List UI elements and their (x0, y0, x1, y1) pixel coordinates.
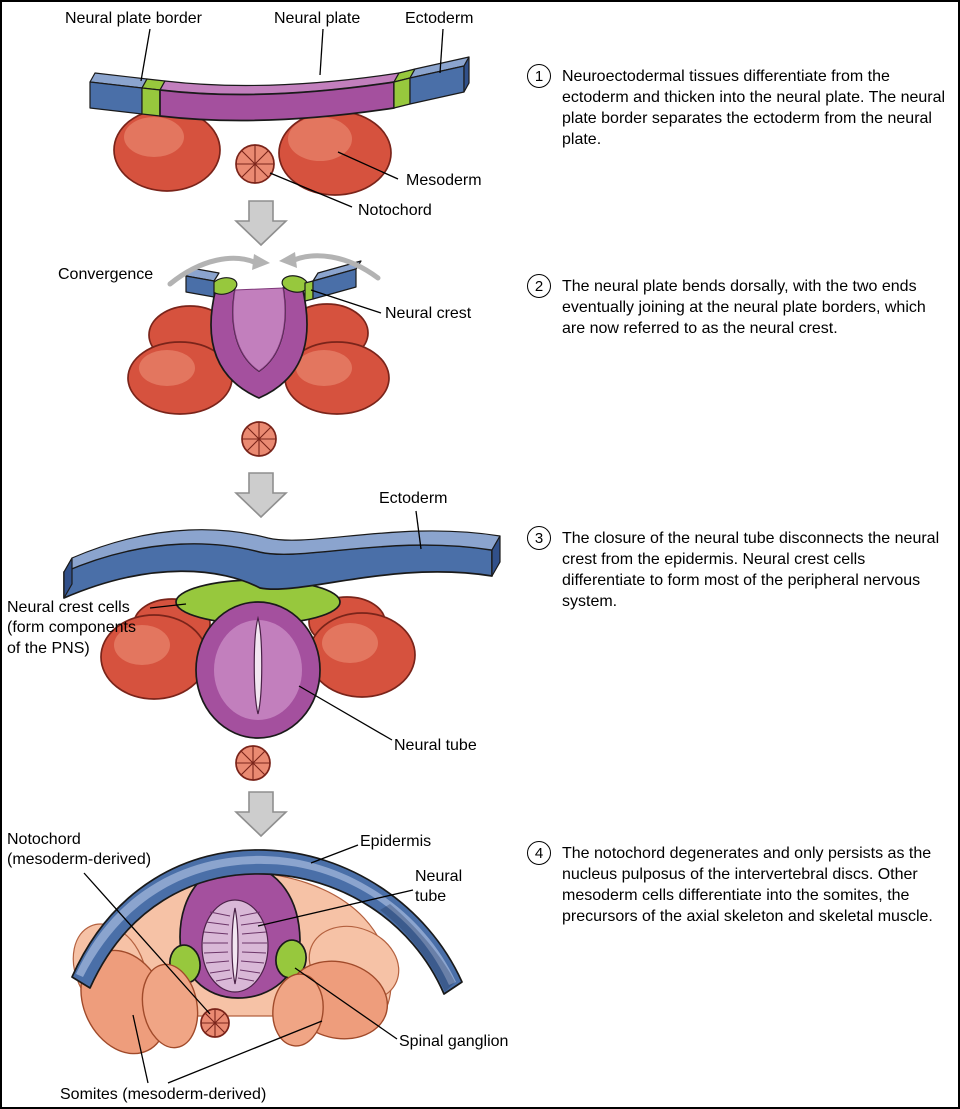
stage2-notochord (241, 421, 277, 457)
stage3-ectoderm-left-end (63, 557, 73, 599)
stage1-ectoderm-right-end (463, 56, 470, 93)
stage4-neural-canal (231, 907, 239, 985)
stage3-cross-section (63, 510, 501, 781)
label-epidermis: Epidermis (360, 833, 432, 850)
convergence-arrow-left-icon (167, 254, 270, 287)
down-arrow-icon-1 (235, 200, 287, 246)
label-neural-plate-border: Neural plate border (65, 10, 202, 27)
step-2-badge: 2 (527, 274, 551, 298)
label-convergence: Convergence (58, 266, 154, 283)
label-somites: Somites (mesoderm-derived) (60, 1086, 267, 1103)
step-1-text: Neuroectodermal tissues differentiate fr… (562, 68, 946, 148)
stage1-border-right-front (393, 77, 411, 109)
diagram-artwork (63, 28, 501, 1084)
step-3-badge: 3 (527, 526, 551, 550)
step-1-badge: 1 (527, 64, 551, 88)
pointer-ectoderm-3 (415, 510, 422, 550)
label-neural-crest-cells: Neural crest cells (form components of t… (7, 599, 136, 657)
stage1-notochord (235, 144, 275, 184)
label-neural-plate: Neural plate (274, 10, 361, 27)
stage4-cross-section (71, 844, 463, 1084)
stage2-mesoderm-right-highlight (296, 350, 352, 386)
label-spinal-ganglion: Spinal ganglion (399, 1033, 509, 1050)
label-neural-crest: Neural crest (385, 305, 472, 322)
stage1-mesoderm-right-highlight (288, 117, 352, 161)
stage1-border-left-front (141, 87, 161, 117)
convergence-arrow-right-icon (279, 252, 381, 281)
stage3-ectoderm-right-end (491, 535, 501, 577)
pointer-neural-plate (319, 28, 324, 76)
step-2: 2 The neural plate bends dorsally, with … (527, 274, 951, 339)
label-notochord-1: Notochord (358, 202, 432, 219)
stage3-notochord (235, 745, 271, 781)
stage1-ectoderm-left-front (89, 81, 143, 115)
stage4-neural-tube-striations (203, 911, 267, 982)
stage2-ectoderm-left-front (185, 275, 215, 298)
pointer-somite-left (132, 1014, 149, 1084)
step-1: 1 Neuroectodermal tissues differentiate … (527, 64, 951, 150)
step-4: 4 The notochord degenerates and only per… (527, 841, 951, 927)
stage4-somite-right-inner (272, 973, 324, 1047)
stage2-cross-section (127, 252, 390, 457)
stage2-mesoderm-left-highlight (139, 350, 195, 386)
pointer-neural-tube-4 (257, 889, 414, 927)
stage3-neural-canal (253, 615, 263, 715)
pointer-ectoderm-1 (439, 28, 444, 74)
stage1-cross-section (89, 28, 470, 208)
step-3-text: The closure of the neural tube disconnec… (562, 530, 940, 610)
down-arrow-icon-3 (235, 791, 287, 837)
stage3-mesoderm-left-highlight (114, 625, 170, 665)
pointer-neural-crest (310, 289, 382, 314)
step-4-text: The notochord degenerates and only persi… (562, 845, 933, 925)
stage3-mesoderm-right-highlight (322, 623, 378, 663)
step-3: 3 The closure of the neural tube disconn… (527, 526, 951, 612)
label-neural-tube-4: Neural tube (415, 868, 463, 906)
label-mesoderm: Mesoderm (406, 172, 482, 189)
stage4-epidermis-shadow (380, 904, 455, 992)
pointer-neural-plate-border (140, 28, 151, 82)
label-ectoderm-3: Ectoderm (379, 490, 448, 507)
step-2-text: The neural plate bends dorsally, with th… (562, 278, 926, 337)
pointer-neural-crest-cells (149, 603, 187, 609)
label-notochord-4: Notochord (mesoderm-derived) (7, 831, 152, 869)
pointer-notochord-1 (269, 172, 353, 208)
pointer-neural-tube-3 (298, 685, 393, 741)
down-arrow-icon-2 (235, 472, 287, 518)
stage4-epidermis-highlight (76, 855, 456, 985)
stage4-notochord (200, 1008, 230, 1038)
stage2-neural-groove (232, 287, 286, 372)
pointer-notochord-4 (83, 872, 211, 1015)
pointer-somite-right (167, 1020, 323, 1084)
stage2-border-right-strip (304, 280, 314, 302)
pointer-mesoderm (337, 151, 399, 180)
pointer-epidermis (310, 844, 359, 864)
label-neural-tube-3: Neural tube (394, 737, 477, 754)
pointer-spinal-ganglion (294, 967, 398, 1040)
stage1-mesoderm-left-highlight (124, 117, 184, 157)
label-ectoderm-1: Ectoderm (405, 10, 474, 27)
stage2-ectoderm-right-front (312, 268, 357, 300)
step-4-badge: 4 (527, 841, 551, 865)
